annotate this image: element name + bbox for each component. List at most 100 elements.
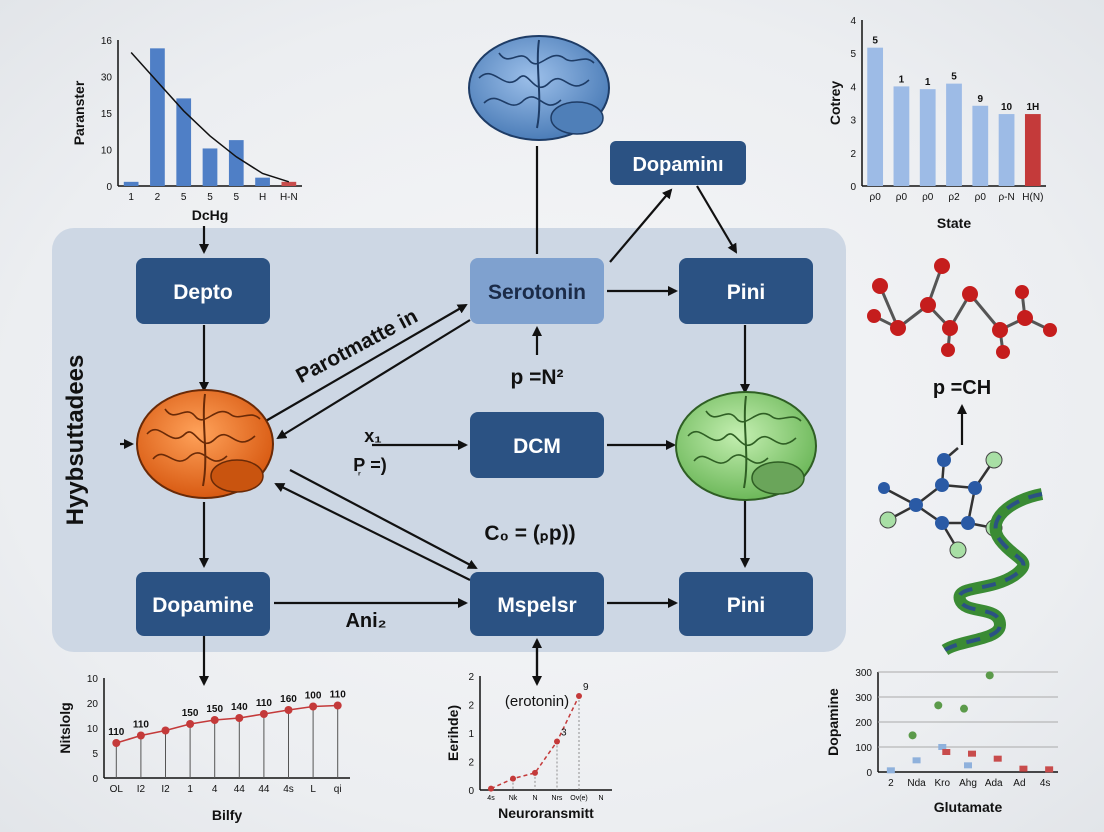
edge-label-p-n2: p =N² <box>510 366 563 389</box>
helix-icon <box>941 488 1044 656</box>
arrows <box>120 146 967 686</box>
node-serotonin-label: Serotonin <box>488 281 586 304</box>
bc-ytick-label: 2 <box>468 758 474 769</box>
edge-label-p-ch: p =CH <box>933 377 991 399</box>
br-point <box>985 671 994 680</box>
tr-ytick-label: 0 <box>850 182 856 193</box>
brain-blue-icon <box>468 35 610 141</box>
tl-bar <box>150 48 165 186</box>
bl-xtick-label: I2 <box>137 784 146 795</box>
bl-ytick-label: 0 <box>92 774 98 785</box>
tl-ytick-label: 0 <box>106 182 112 193</box>
node-depto[interactable]: Depto <box>136 258 270 324</box>
bl-value-label: 160 <box>280 694 297 705</box>
bc-y-title: Eerihde) <box>445 705 461 761</box>
node-pini-top[interactable]: Pini <box>679 258 813 324</box>
chart-top-right: 023454StateCotrey5ρ01ρ01ρ05ρ29ρ010ρ-N1HH… <box>827 16 1046 231</box>
tl-bar <box>176 98 192 186</box>
bl-ytick-label: 20 <box>87 699 99 710</box>
tr-x-title: State <box>937 215 971 231</box>
bl-ytick-label: 10 <box>87 674 99 685</box>
br-xtick-label: Ad <box>1013 778 1025 789</box>
tr-ytick-label: 4 <box>850 16 856 27</box>
bc-series-line <box>490 695 580 790</box>
tl-xtick-label: 2 <box>155 192 161 203</box>
tl-ytick-label: 30 <box>101 73 113 84</box>
tr-bar <box>946 83 962 186</box>
tr-xtick-label: ρ-N <box>998 192 1014 203</box>
bc-point <box>576 692 582 699</box>
tl-ytick-label: 16 <box>101 36 113 47</box>
bl-value-label: 150 <box>206 704 223 715</box>
br-point <box>912 757 921 764</box>
br-point <box>938 744 947 750</box>
node-dcm[interactable]: DCM <box>470 412 604 478</box>
bl-point <box>235 714 244 722</box>
bl-xtick-label: 44 <box>258 784 270 795</box>
node-pini-bottom[interactable]: Pini <box>679 572 813 636</box>
node-pini-top-label: Pini <box>727 281 766 304</box>
bl-value-label: 140 <box>231 702 248 713</box>
tr-xtick-label: ρ0 <box>922 192 934 203</box>
tr-value-label: 1 <box>925 77 931 88</box>
tr-value-label: 5 <box>951 72 957 83</box>
br-xtick-label: 4s <box>1040 778 1051 789</box>
tl-y-title: Paranster <box>71 80 87 145</box>
br-point <box>1019 765 1028 772</box>
bc-x-title: Neuroransmitt <box>498 805 594 821</box>
tr-xtick-label: ρ0 <box>870 192 882 203</box>
tl-ytick-label: 10 <box>101 146 113 157</box>
bl-xtick-label: 4s <box>283 784 294 795</box>
tl-bar <box>281 181 297 186</box>
br-ytick-label: 300 <box>855 693 872 704</box>
node-depto-label: Depto <box>173 281 233 304</box>
bl-xtick-label: 4 <box>212 784 218 795</box>
bc-ytick-label: 0 <box>468 786 474 797</box>
tl-bar <box>123 181 139 186</box>
bl-point <box>136 731 145 740</box>
bc-ytick-label: 2 <box>468 672 474 683</box>
bc-point-label: 3 <box>561 728 567 739</box>
br-xtick-label: Ahg <box>959 778 977 789</box>
node-mspelsr[interactable]: Mspelsr <box>470 572 604 636</box>
edge-label-ani2: Ani₂ <box>345 610 386 632</box>
node-dopamine[interactable]: Dopamine <box>136 572 270 636</box>
bl-xtick-label: OL <box>110 784 124 795</box>
tl-ytick-label: 15 <box>101 109 113 120</box>
tr-bar <box>867 47 884 186</box>
bc-xtick-label: N <box>532 795 537 802</box>
tl-trend-line <box>130 52 290 183</box>
br-xtick-label: 2 <box>888 778 894 789</box>
br-point <box>934 701 943 710</box>
tr-bar <box>919 89 936 186</box>
edge-label-x1: x₁ <box>364 426 381 446</box>
bl-x-title: Bilfy <box>212 807 243 823</box>
tl-xtick-label: 5 <box>181 192 187 203</box>
node-serotonin[interactable]: Serotonin <box>470 258 604 324</box>
br-ytick-label: 100 <box>855 743 872 754</box>
bc-point <box>554 738 560 745</box>
tl-xtick-label: H <box>259 192 266 203</box>
molecule-red-icon <box>867 258 1057 359</box>
tr-value-label: 1 <box>899 74 905 85</box>
bl-point <box>161 726 170 735</box>
node-pini-bottom-label: Pini <box>727 594 766 617</box>
tl-xtick-label: 5 <box>207 192 213 203</box>
brain-orange-icon <box>136 389 274 499</box>
node-dcm-label: DCM <box>513 435 561 458</box>
tr-y-title: Cotrey <box>827 81 843 126</box>
side-label: Hyybsuttadees <box>62 355 89 526</box>
bl-point <box>333 701 342 710</box>
tr-value-label: 9 <box>978 94 984 105</box>
tr-ytick-label: 3 <box>850 116 856 127</box>
tl-bar <box>228 140 244 186</box>
br-xtick-label: Nda <box>907 778 926 789</box>
bl-series-line <box>116 704 338 744</box>
bl-value-label: 110 <box>133 720 150 731</box>
bl-point <box>284 706 293 714</box>
bc-ytick-label: 1 <box>468 729 474 740</box>
node-dopamini[interactable]: Dopaminı <box>610 141 746 185</box>
bl-point <box>112 739 121 747</box>
